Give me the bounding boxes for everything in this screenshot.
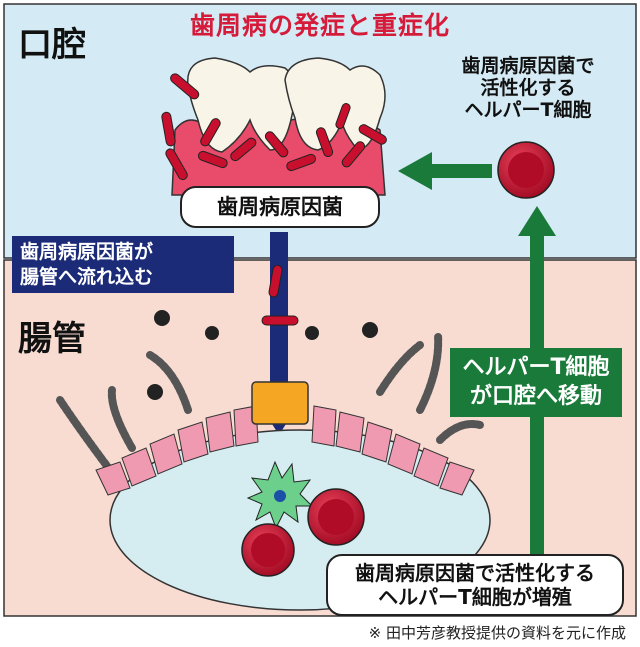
th-move-line-1: ヘルパーT細胞	[462, 355, 610, 380]
pathogen-flow-line-2: 腸管へ流れ込む	[20, 265, 154, 288]
th-proliferate-line-1: 歯周病原因菌で活性化する	[355, 561, 595, 585]
source-credit: ※ 田中芳彦教授提供の資料を元に作成	[368, 624, 626, 642]
activated-th-line-1: 歯周病原因菌で	[461, 55, 595, 77]
diagram-title: 歯周病の発症と重症化	[189, 11, 450, 40]
microvilli	[56, 331, 484, 474]
gut-particles	[147, 310, 378, 400]
th-migration-arrow-head	[518, 206, 556, 236]
th-proliferate-label: 歯周病原因菌で活性化する ヘルパーT細胞が増殖	[326, 554, 624, 616]
bacteria-mouth	[161, 73, 387, 181]
activated-th-line-3: ヘルパーT細胞	[464, 98, 592, 121]
gut-region-label: 腸管	[18, 319, 86, 359]
mouth-region-label: 口腔	[18, 25, 86, 65]
th-move-label: ヘルパーT細胞 が口腔へ移動	[450, 348, 622, 418]
pathogen-flow-label: 歯周病原因菌が 腸管へ流れ込む	[12, 236, 234, 294]
dendritic-nucleus	[274, 490, 286, 502]
pathogen-flow-line-1: 歯周病原因菌が	[20, 241, 154, 263]
epithelial-layer	[95, 405, 475, 496]
th-proliferate-line-2: ヘルパーT細胞が増殖	[378, 585, 572, 609]
activated-th-line-2: 活性化する	[480, 76, 576, 99]
th-move-line-2: が口腔へ移動	[469, 383, 602, 409]
entry-gap-cell	[251, 381, 309, 425]
pathogen-label-box: 歯周病原因菌	[180, 186, 380, 228]
helper-t-cell-mouth-core	[508, 152, 544, 188]
th-to-gum-arrow-shaft	[428, 164, 492, 178]
activated-th-note: 歯周病原因菌で 活性化する ヘルパーT細胞	[430, 55, 626, 122]
helper-t-cell-gut-2-core	[251, 533, 285, 567]
th-to-gum-arrow-head	[398, 152, 432, 190]
helper-t-cell-gut-1-core	[318, 499, 354, 535]
